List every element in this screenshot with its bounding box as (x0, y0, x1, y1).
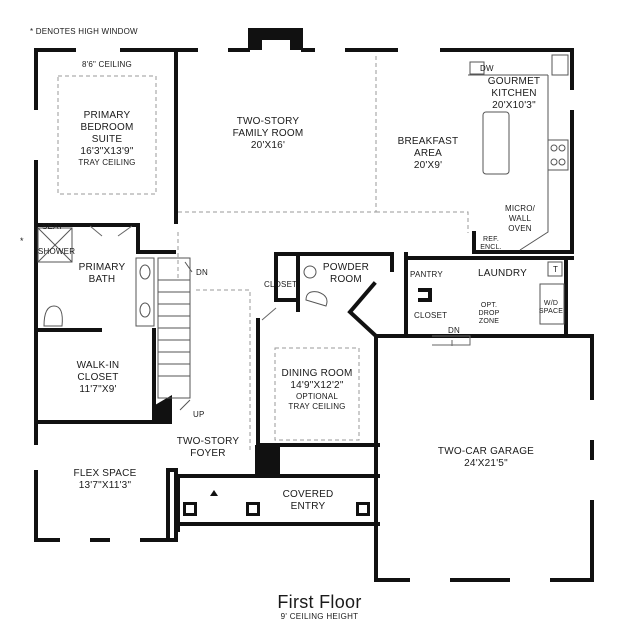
fridge-top (551, 54, 569, 76)
toilet (43, 305, 63, 327)
dining-room-label: DINING ROOM 14'9"X12'2" OPTIONAL TRAY CE… (281, 368, 353, 411)
fridge-enclosure-label: REF. ENCL. (480, 236, 502, 251)
garage-step-down-label: DN (448, 326, 460, 335)
powder-room-label: POWDER ROOM (322, 262, 370, 285)
wd-space-label: W/D SPACE (538, 300, 564, 315)
drop-zone-label: OPT. DROP ZONE (478, 302, 500, 325)
wall-closet (274, 252, 300, 302)
micro-oven-label: MICRO/ WALL OVEN (504, 204, 536, 233)
counter (519, 75, 549, 251)
kitchen-island (482, 111, 510, 175)
wall-closet-right (418, 288, 432, 302)
wall-pantry (404, 252, 448, 338)
shower-label: SHOWER (38, 247, 76, 256)
dashed-lines (57, 55, 469, 450)
wall-powder-angle (347, 281, 379, 339)
fireplace (248, 28, 303, 50)
foyer-outline (196, 289, 251, 450)
washer-dryer (539, 283, 565, 325)
stair-up-label: UP (193, 410, 205, 419)
primary-bath-label: PRIMARY BATH (78, 262, 126, 285)
wall-flex-bottom (166, 468, 178, 542)
stair-down-label: DN (196, 268, 208, 277)
door-swings (89, 225, 471, 346)
ceiling-height-subtitle: 9' CEILING HEIGHT (280, 612, 359, 621)
family-room-label: TWO-STORY FAMILY ROOM 20'X16' (232, 116, 304, 151)
sink (469, 61, 485, 75)
pantry-label: PANTRY (410, 270, 443, 279)
closet-right-label: CLOSET (414, 311, 448, 320)
laundry-label: LAUNDRY (478, 268, 528, 279)
wall-left (34, 48, 170, 542)
floor-title: First Floor (277, 592, 362, 612)
high-window-note-text: DENOTES HIGH WINDOW (35, 27, 138, 36)
wall-bedroom-bottom (34, 223, 176, 254)
flex-space-label: FLEX SPACE 13'7"X11'3" (73, 468, 137, 491)
bedroom-ceiling-label: 8'6" CEILING (82, 60, 132, 69)
tub-sink (547, 261, 563, 277)
covered-entry-label: COVERED ENTRY (282, 489, 334, 512)
breakfast-label: BREAKFAST AREA 20'X9' (397, 136, 459, 171)
entry-arrow-icon (210, 490, 218, 496)
kitchen-label: GOURMET KITCHEN 20'X10'3" (487, 76, 541, 111)
closet-left-label: CLOSET (264, 280, 298, 289)
wall-top-right (301, 48, 574, 254)
dishwasher-label: DW (480, 64, 494, 73)
seat-label: SEAT (42, 222, 64, 231)
walkin-closet-label: WALK-IN CLOSET 11'7"X9' (76, 360, 120, 395)
wall-kitchen-bottom (472, 231, 574, 254)
powder-sink (303, 265, 317, 279)
wall-powder-top (274, 252, 394, 272)
foyer-label: TWO-STORY FOYER (176, 436, 240, 459)
garage-label: TWO-CAR GARAGE 24'X21'5" (437, 446, 535, 469)
shower (37, 227, 73, 263)
high-window-star-icon: * (20, 236, 24, 246)
powder-toilet (305, 291, 328, 307)
bedroom-tray-outline (57, 75, 157, 195)
wall-garage (374, 334, 594, 582)
stair-treads (157, 257, 193, 411)
high-window-star-icon: * (30, 27, 34, 36)
high-window-note: * DENOTES HIGH WINDOW (30, 27, 138, 36)
breakfast-outline (376, 211, 469, 233)
bath-fixtures (37, 227, 565, 327)
windows (34, 48, 594, 582)
dining-tray-outline (274, 347, 360, 441)
laundry-tub-label: T (553, 265, 559, 274)
primary-bedroom-label: PRIMARY BEDROOM SUITE 16'3"X13'9" TRAY C… (78, 110, 136, 167)
kitchen-fixtures (468, 54, 569, 251)
cooktop (547, 139, 569, 171)
post-insets (186, 505, 367, 513)
vanity (135, 257, 155, 327)
